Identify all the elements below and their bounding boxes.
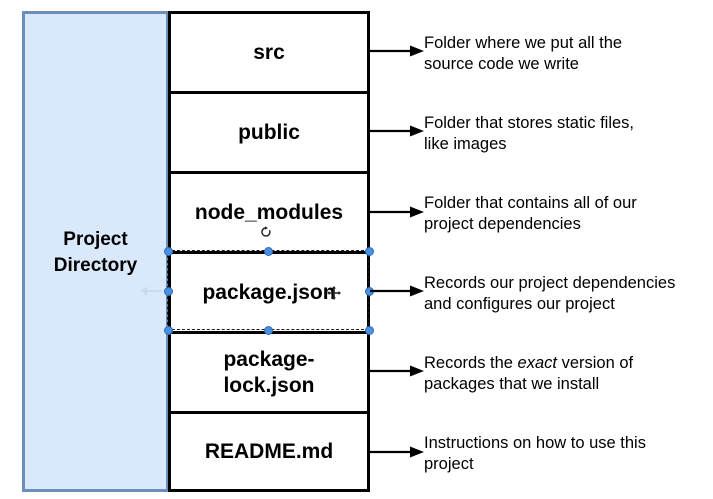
arrow-package-lock-json-icon: [370, 365, 424, 377]
description-line: Folder that contains all of our: [424, 194, 637, 212]
description-package-lock-json: Records the exact version of packages th…: [424, 353, 713, 395]
resize-handle-bottom-right[interactable]: [365, 326, 374, 335]
description-line: like images: [424, 135, 507, 153]
row-public[interactable]: public: [171, 94, 367, 174]
resize-handle-top[interactable]: [264, 247, 273, 256]
resize-handle-bottom-left[interactable]: [164, 326, 173, 335]
row-readme[interactable]: README.md: [171, 414, 367, 489]
row-src[interactable]: src: [171, 14, 367, 94]
description-public: Folder that stores static files, like im…: [424, 113, 713, 155]
description-line: project: [424, 455, 474, 473]
resize-handle-left[interactable]: [164, 287, 173, 296]
row-label-public: public: [238, 120, 300, 144]
arrow-public-icon: [370, 125, 424, 137]
row-label-package-json: package.json: [202, 280, 336, 304]
resize-handle-top-right[interactable]: [365, 247, 374, 256]
row-node-modules[interactable]: node_modules: [171, 174, 367, 254]
description-line: and configures our project: [424, 295, 615, 313]
move-cursor-icon: [327, 286, 341, 300]
description-line: Records our project dependencies: [424, 274, 676, 292]
project-directory-label: Project Directory: [53, 228, 138, 276]
description-line: Records the exact version of: [424, 354, 634, 372]
file-stack: src public node_modules package.json pac…: [168, 11, 370, 492]
row-package-lock-json[interactable]: package- lock.json: [171, 334, 367, 414]
description-line: Folder that stores static files,: [424, 114, 634, 132]
row-label-package-lock-json: package- lock.json: [223, 347, 315, 397]
rotate-icon[interactable]: [260, 226, 272, 238]
row-label-readme: README.md: [204, 439, 334, 463]
row-label-node-modules: node_modules: [194, 200, 344, 224]
description-node-modules: Folder that contains all of our project …: [424, 193, 713, 235]
arrow-node-modules-icon: [370, 206, 424, 218]
description-readme: Instructions on how to use this project: [424, 433, 713, 475]
emphasis-text: exact: [517, 354, 557, 372]
arrow-readme-icon: [370, 446, 424, 458]
connector-hint-arrow-icon: [140, 286, 162, 296]
arrow-package-json-icon: [370, 285, 424, 297]
description-line: Folder where we put all the: [424, 34, 623, 52]
project-directory-box[interactable]: Project Directory: [22, 11, 169, 492]
description-line: source code we write: [424, 55, 579, 73]
description-line: Instructions on how to use this: [424, 434, 646, 452]
description-line: packages that we install: [424, 375, 600, 393]
resize-handle-bottom[interactable]: [264, 326, 273, 335]
arrow-src-icon: [370, 45, 424, 57]
description-src: Folder where we put all the source code …: [424, 33, 713, 75]
resize-handle-top-left[interactable]: [164, 247, 173, 256]
description-line: project dependencies: [424, 215, 581, 233]
description-package-json: Records our project dependencies and con…: [424, 273, 713, 315]
row-label-src: src: [253, 40, 285, 64]
